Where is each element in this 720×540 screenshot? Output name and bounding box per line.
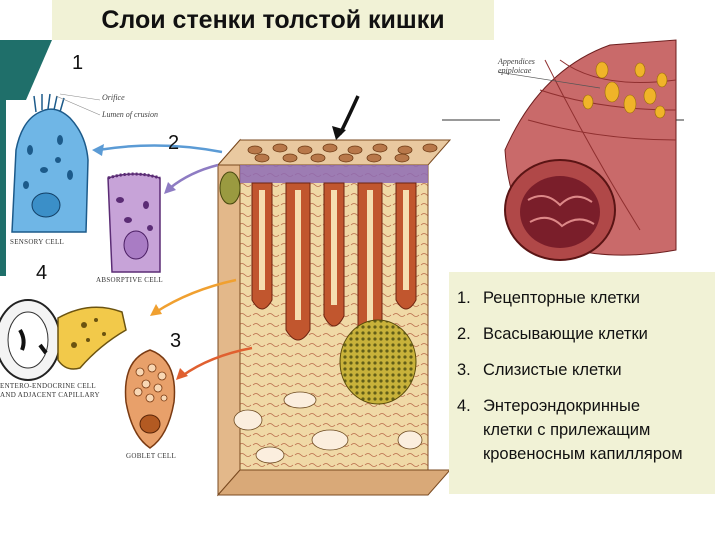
mucosa-block <box>218 140 450 495</box>
arrow-to-surface <box>340 96 358 134</box>
legend-item: 2. Всасывающие клетки <box>457 322 703 346</box>
enteroendocrine-cell <box>0 300 126 380</box>
legend-item-text: Всасывающие клетки <box>483 322 703 346</box>
legend-panel: 1. Рецепторные клетки 2. Всасывающие кле… <box>449 272 715 494</box>
label-number-1: 1 <box>72 52 83 75</box>
enteroendocrine-caption: ENTERO-ENDOCRINE CELL <box>0 382 96 390</box>
capillary-caption: AND ADJACENT CAPILLARY <box>0 391 100 399</box>
label-number-2: 2 <box>168 132 179 155</box>
legend-item-number: 1. <box>457 286 483 310</box>
goblet-cell-caption: GOBLET CELL <box>126 452 176 460</box>
lumen-caption: Lumen of crusion <box>102 110 158 119</box>
label-number-3: 3 <box>170 330 181 353</box>
legend-item: 3. Слизистые клетки <box>457 358 703 382</box>
sensory-cell-caption: SENSORY CELL <box>10 238 64 246</box>
absorptive-cell-caption: ABSORPTIVE CELL <box>96 276 163 284</box>
legend-item-text: Энтероэндокринные клетки с прилежащим кр… <box>483 394 683 466</box>
epiploicae-caption: epiploicae <box>498 66 531 75</box>
arrow-to-absorptive <box>170 165 218 188</box>
label-number-4: 4 <box>36 262 47 285</box>
legend-item-text: Рецепторные клетки <box>483 286 703 310</box>
legend-item-number: 3. <box>457 358 483 382</box>
legend-item: 1. Рецепторные клетки <box>457 286 703 310</box>
legend-item-text: Слизистые клетки <box>483 358 703 382</box>
legend-item-number: 2. <box>457 322 483 346</box>
legend-item-number: 4. <box>457 394 483 466</box>
legend-item: 4. Энтероэндокринные клетки с прилежащим… <box>457 394 683 466</box>
sensory-cell <box>12 94 88 232</box>
appendices-caption: Appendices <box>498 57 535 66</box>
goblet-cell <box>126 350 175 448</box>
orifice-caption: Orifice <box>102 93 125 102</box>
absorptive-cell <box>108 174 160 272</box>
arrow-to-sensory <box>98 145 222 152</box>
